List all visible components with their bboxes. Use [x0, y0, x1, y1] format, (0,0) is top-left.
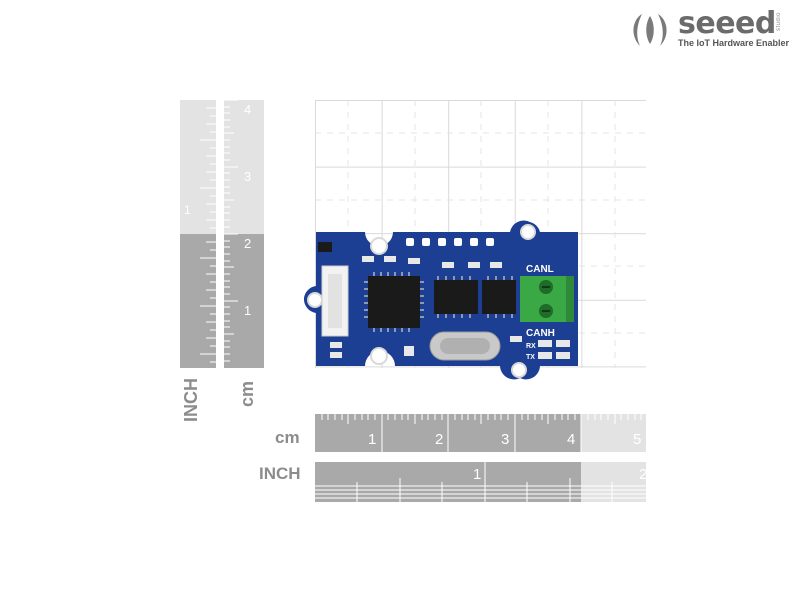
mcu-chip: [368, 276, 420, 328]
vertical-cm-tick-3: 3: [244, 169, 251, 184]
vertical-inch-tick-label: 1: [184, 203, 191, 217]
vertical-inch-label: INCH: [181, 378, 201, 422]
vertical-inch-ruler: 1: [180, 100, 216, 368]
can-bus-module-board: CANL CANH RX TX: [303, 220, 578, 380]
mounting-hole-left: [307, 292, 323, 308]
horizontal-inch-ruler: 1 2: [315, 462, 646, 502]
seeed-logo: seeed studio The IoT Hardware Enabler: [628, 6, 793, 52]
brand-studio: studio: [776, 12, 782, 32]
horizontal-inch-label: INCH: [259, 464, 301, 483]
mounting-hole-bottom: [511, 362, 527, 378]
horizontal-cm-tick-3: 3: [501, 431, 509, 448]
horizontal-cm-tick-4: 4: [567, 431, 575, 448]
seeed-leaf-icon: [633, 14, 667, 46]
can-transceiver-chip: [482, 280, 516, 314]
transistor: [318, 242, 332, 252]
brand-wordmark: seeed: [678, 6, 776, 41]
vertical-cm-tick-4: 4: [244, 102, 251, 117]
horizontal-cm-ruler: 1 2 3 4 5: [315, 414, 646, 452]
silkscreen-tx: TX: [526, 354, 535, 361]
vertical-cm-tick-2: 2: [244, 236, 251, 251]
smd-components: [330, 256, 570, 359]
horizontal-inch-tick-2: 2: [639, 466, 646, 483]
horizontal-cm-tick-1: 1: [368, 431, 376, 448]
silkscreen-canl: CANL: [526, 264, 554, 275]
vertical-cm-ruler: 4 3 2 1: [224, 100, 264, 368]
vertical-cm-label: cm: [237, 380, 257, 407]
mounting-hole-top: [520, 224, 536, 240]
can-controller-chip: [434, 280, 478, 314]
header-pads: [406, 238, 494, 246]
horizontal-cm-tick-2: 2: [435, 431, 443, 448]
horizontal-inch-tick-1: 1: [473, 466, 481, 483]
brand-tagline: The IoT Hardware Enabler: [678, 38, 790, 48]
mounting-hole-upper: [370, 237, 388, 255]
vertical-cm-tick-1: 1: [244, 303, 251, 318]
silkscreen-rx: RX: [526, 343, 536, 350]
mounting-hole-lower: [370, 347, 388, 365]
horizontal-cm-tick-5: 5: [633, 431, 641, 448]
horizontal-cm-label: cm: [275, 428, 300, 447]
silkscreen-canh: CANH: [526, 328, 555, 339]
